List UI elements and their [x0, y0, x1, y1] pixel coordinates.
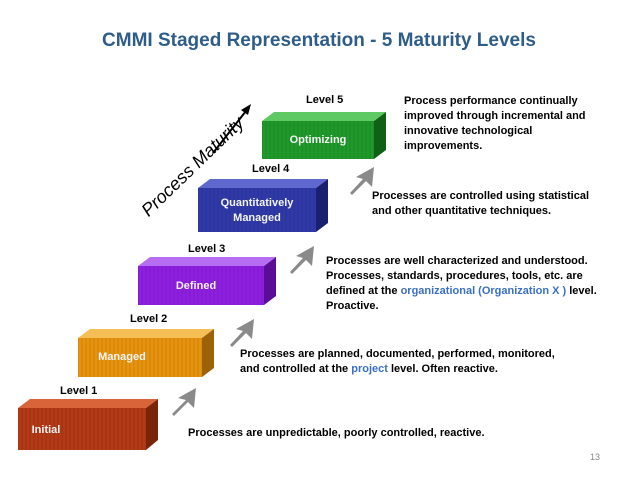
level-2-block	[78, 329, 214, 377]
level-5-description: Process performance continually improved…	[404, 94, 586, 154]
step-arrow-3	[290, 246, 314, 274]
highlight-text: organizational (Organization X )	[400, 285, 567, 297]
level-1-description: Processes are unpredictable, poorly cont…	[188, 427, 485, 439]
level-4-description-line-1: Processes are controlled using statistic…	[372, 190, 590, 202]
maturity-direction-arrow	[212, 104, 251, 154]
text: defined at the	[326, 285, 401, 297]
level-1-name: Initial	[31, 424, 61, 436]
level-5-description-line-1: Process performance continually	[404, 95, 578, 107]
level-4-name-line-1: Quantitatively	[220, 197, 294, 209]
level-5-name: Optimizing	[289, 134, 347, 146]
level-1-block	[18, 399, 158, 450]
level-3-label: Level 3	[188, 243, 226, 255]
level-3-description-line-1: Processes are well characterized and und…	[326, 255, 588, 267]
level-4-name-line-2: Managed	[233, 212, 281, 224]
level-2-name: Managed	[98, 351, 146, 363]
level-3-description-line-3: defined at the organizational (Organizat…	[326, 284, 597, 299]
page-title: CMMI Staged Representation - 5 Maturity …	[102, 30, 536, 51]
page-number: 13	[589, 452, 600, 462]
level-2-label: Level 2	[130, 313, 168, 325]
level-5-description-line-4: improvements.	[404, 140, 483, 152]
text: level. Often reactive.	[387, 363, 498, 375]
level-5-description-line-3: innovative technological	[404, 125, 533, 137]
level-4-name: Quantitatively Managed	[198, 196, 316, 226]
level-1-label: Level 1	[60, 385, 98, 397]
level-3-description-line-4: Proactive.	[326, 300, 379, 312]
level-2-description-line-1: Processes are planned, documented, perfo…	[240, 348, 555, 360]
step-arrow-4	[350, 167, 374, 195]
level-5-description-line-2: improved through incremental and	[404, 110, 586, 122]
level-3-description: Processes are well characterized and und…	[326, 254, 597, 314]
level-4-description: Processes are controlled using statistic…	[372, 189, 589, 219]
highlight-text: project	[351, 363, 388, 375]
level-3-description-line-2: Processes, standards, procedures, tools,…	[326, 270, 583, 282]
text: level.	[566, 285, 597, 297]
level-3-name: Defined	[175, 280, 217, 292]
level-5-block	[262, 112, 386, 159]
level-3-block	[138, 257, 276, 305]
level-2-description-line-2: and controlled at the project level. Oft…	[240, 362, 555, 377]
level-5-label: Level 5	[306, 94, 344, 106]
step-arrow-2	[230, 319, 254, 347]
level-4-description-line-2: and other quantitative techniques.	[372, 205, 552, 217]
level-4-label: Level 4	[252, 163, 290, 175]
step-arrow-1	[172, 388, 196, 416]
level-4-block	[198, 179, 328, 232]
text: and controlled at the	[240, 363, 352, 375]
level-2-description: Processes are planned, documented, perfo…	[240, 347, 555, 377]
